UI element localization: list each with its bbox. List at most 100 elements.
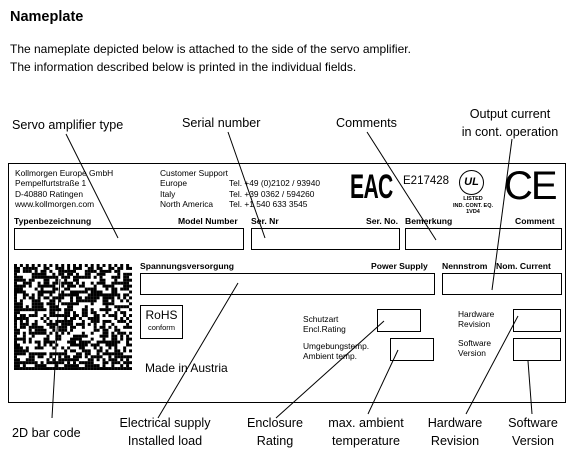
- barcode-module: [61, 269, 65, 273]
- barcode-module: [19, 308, 23, 312]
- barcode-module: [84, 305, 88, 309]
- barcode-module: [96, 317, 100, 320]
- barcode-module: [28, 361, 32, 365]
- barcode-module: [49, 343, 53, 347]
- barcode-module: [16, 343, 20, 347]
- barcode-module: [16, 367, 20, 371]
- barcode-module: [78, 275, 82, 279]
- ul-equipment-text: IND. CONT. EQ.: [453, 202, 494, 209]
- barcode-module: [73, 302, 76, 306]
- barcode-module: [52, 275, 56, 279]
- barcode-module: [25, 266, 29, 270]
- barcode-module: [67, 340, 71, 344]
- barcode-module: [46, 317, 50, 320]
- barcode-module: [73, 314, 76, 318]
- barcode-module: [61, 272, 65, 276]
- barcode-module: [102, 334, 106, 338]
- barcode-module: [37, 305, 41, 309]
- barcode-module: [64, 319, 68, 323]
- barcode-module: [78, 346, 82, 350]
- company-city: D-40880 Ratingen: [15, 188, 83, 199]
- barcode-module: [90, 269, 94, 273]
- barcode-module: [114, 358, 118, 362]
- barcode-module: [123, 367, 127, 371]
- barcode-module: [43, 337, 47, 341]
- barcode-module: [14, 364, 17, 368]
- barcode-module: [129, 349, 133, 353]
- barcode-module: [43, 331, 47, 335]
- barcode-module: [43, 278, 47, 282]
- barcode-module: [108, 343, 112, 347]
- barcode-module: [55, 296, 59, 300]
- barcode-module: [126, 287, 130, 291]
- barcode-module: [46, 266, 50, 270]
- barcode-module: [55, 352, 59, 356]
- barcode-module: [64, 325, 68, 329]
- barcode-module: [123, 325, 127, 329]
- barcode-module: [70, 322, 74, 326]
- barcode-module: [129, 308, 133, 312]
- barcode-module: [25, 317, 29, 320]
- barcode-module: [117, 319, 121, 323]
- barcode-module: [64, 311, 68, 315]
- barcode-module: [61, 264, 65, 267]
- caption-enclosure-line-2: Rating: [256, 434, 294, 448]
- barcode-module: [19, 346, 23, 350]
- barcode-module: [90, 311, 94, 315]
- barcode-module: [31, 302, 35, 306]
- barcode-module: [55, 343, 59, 347]
- barcode-module: [67, 287, 71, 291]
- barcode-module: [40, 367, 44, 371]
- barcode-module: [14, 299, 17, 303]
- barcode-module: [61, 314, 65, 318]
- barcode-module: [111, 299, 115, 303]
- barcode-module: [108, 284, 112, 288]
- barcode-module: [49, 340, 53, 344]
- barcode-module: [126, 361, 130, 365]
- barcode-module: [96, 367, 100, 371]
- barcode-module: [84, 287, 88, 291]
- barcode-module: [105, 299, 109, 303]
- barcode-module: [14, 328, 17, 332]
- barcode-module: [34, 340, 38, 344]
- barcode-module: [55, 305, 59, 309]
- caption-comments: Comments: [336, 116, 397, 130]
- barcode-module: [22, 364, 26, 368]
- barcode-module: [129, 343, 133, 347]
- barcode-module: [19, 275, 23, 279]
- barcode-module: [126, 281, 130, 285]
- barcode-module: [126, 305, 130, 309]
- barcode-module: [55, 314, 59, 318]
- caption-software-line-1: Software: [508, 416, 558, 430]
- barcode-module: [43, 343, 47, 347]
- barcode-module: [34, 287, 38, 291]
- barcode-module: [84, 352, 88, 356]
- label-nom-current: Nom. Current: [496, 261, 551, 271]
- barcode-module: [25, 367, 29, 371]
- barcode-module: [114, 281, 118, 285]
- barcode-module: [22, 269, 26, 273]
- barcode-module: [19, 319, 23, 323]
- barcode-module: [67, 322, 71, 326]
- ul-code-text: 1VD4: [466, 209, 480, 215]
- barcode-module: [81, 275, 85, 279]
- leader-hardware: [465, 315, 519, 415]
- barcode-module: [55, 275, 59, 279]
- barcode-module: [75, 290, 79, 294]
- barcode-module: [25, 293, 29, 297]
- barcode-module: [90, 331, 94, 335]
- barcode-module: [43, 281, 47, 285]
- barcode-module: [28, 308, 32, 312]
- barcode-module: [108, 302, 112, 306]
- barcode-module: [70, 328, 74, 332]
- barcode-module: [75, 352, 79, 356]
- barcode-module: [16, 275, 20, 279]
- barcode-module: [73, 278, 76, 282]
- barcode-module: [58, 269, 62, 273]
- barcode-module: [129, 367, 133, 371]
- barcode-module: [37, 281, 41, 285]
- leader-serial-number: [227, 131, 266, 239]
- barcode-module: [105, 319, 109, 323]
- barcode-module: [19, 325, 23, 329]
- barcode-module: [49, 311, 53, 315]
